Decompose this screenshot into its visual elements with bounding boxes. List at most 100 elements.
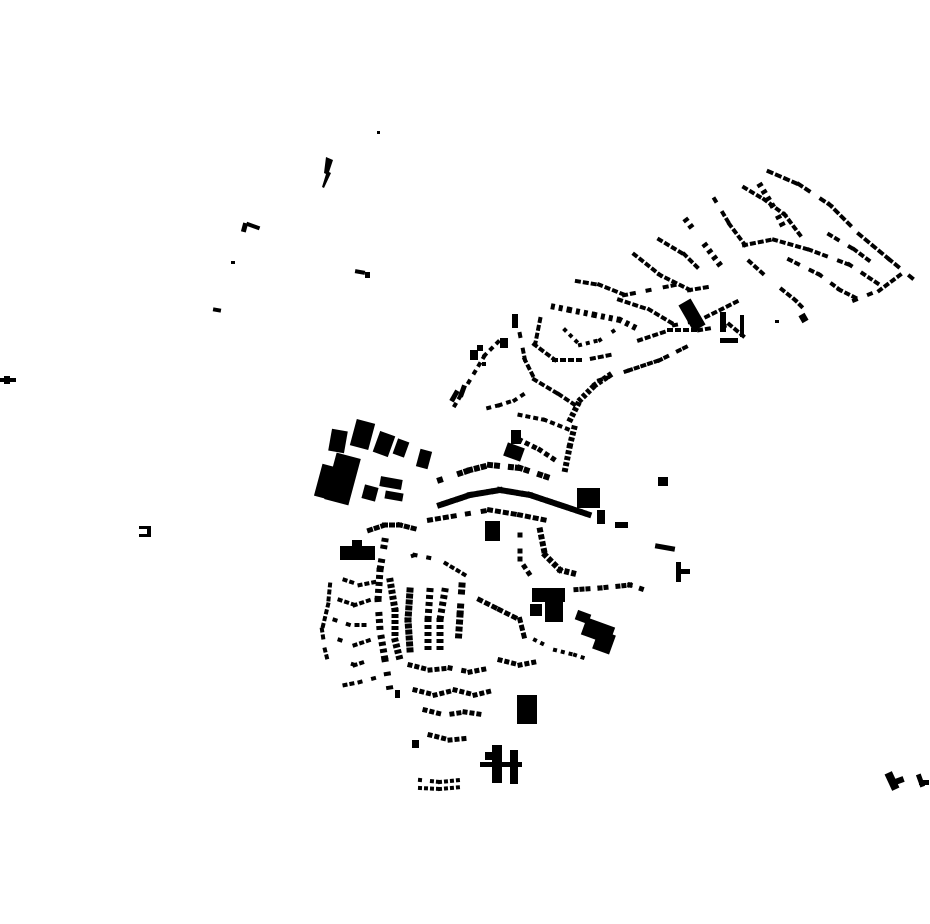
building <box>577 342 583 348</box>
building <box>391 637 399 643</box>
building <box>517 532 523 538</box>
building <box>584 387 593 396</box>
building <box>545 600 563 622</box>
building <box>443 786 449 791</box>
building <box>456 710 462 716</box>
building <box>711 196 719 204</box>
building <box>549 455 557 463</box>
building <box>445 688 452 695</box>
building <box>765 168 775 176</box>
building <box>677 282 686 289</box>
building <box>517 331 523 339</box>
building <box>624 319 631 328</box>
building <box>349 419 376 450</box>
building <box>520 563 528 571</box>
building <box>511 396 519 404</box>
building <box>478 690 485 697</box>
building <box>455 619 464 625</box>
building <box>539 540 547 547</box>
building <box>420 665 427 672</box>
building <box>571 406 579 413</box>
building <box>366 526 374 534</box>
building <box>597 585 603 591</box>
building <box>467 669 473 675</box>
building <box>786 241 794 248</box>
building <box>521 356 529 364</box>
building <box>670 282 677 288</box>
building <box>496 606 504 614</box>
building <box>779 239 787 245</box>
building <box>438 690 445 697</box>
building <box>431 691 439 699</box>
building <box>441 587 449 593</box>
building <box>477 345 483 351</box>
building <box>568 358 574 362</box>
building <box>715 260 724 268</box>
building <box>436 639 444 643</box>
building <box>732 326 740 334</box>
building <box>775 320 779 323</box>
building <box>375 611 383 617</box>
building <box>485 405 492 411</box>
building <box>560 358 566 362</box>
building <box>405 641 414 647</box>
building <box>496 486 504 494</box>
building <box>438 601 447 607</box>
building <box>631 302 639 308</box>
building <box>476 711 482 717</box>
building <box>377 634 385 640</box>
building <box>836 258 844 265</box>
building <box>436 625 444 629</box>
building <box>919 780 929 785</box>
building <box>572 652 578 658</box>
building <box>425 555 432 561</box>
building <box>545 384 553 392</box>
building <box>471 490 479 498</box>
building <box>626 367 634 373</box>
building <box>741 242 749 248</box>
building <box>424 618 432 622</box>
building <box>406 587 414 593</box>
building <box>391 626 399 630</box>
building <box>324 452 361 506</box>
building <box>516 464 524 472</box>
building <box>429 786 435 791</box>
building <box>520 632 528 640</box>
building <box>485 688 492 695</box>
building <box>529 370 536 378</box>
building <box>537 346 546 354</box>
building <box>579 586 585 592</box>
building <box>437 786 443 792</box>
building <box>461 735 467 742</box>
building <box>539 640 545 647</box>
building <box>370 675 377 681</box>
building <box>678 298 706 332</box>
building <box>458 688 465 695</box>
building <box>621 582 627 589</box>
building <box>838 213 847 222</box>
building <box>313 463 337 500</box>
building <box>651 332 659 338</box>
building <box>476 596 484 604</box>
building <box>372 430 396 458</box>
building <box>510 510 518 517</box>
building <box>650 266 658 274</box>
building <box>433 733 440 740</box>
building <box>442 514 450 521</box>
building <box>421 706 429 714</box>
building <box>370 579 377 585</box>
building <box>584 510 593 519</box>
building <box>597 354 605 360</box>
building <box>791 296 799 304</box>
building <box>758 269 766 277</box>
building <box>451 401 459 409</box>
building <box>535 324 541 332</box>
building <box>552 358 558 362</box>
building <box>449 778 455 783</box>
building <box>388 589 396 595</box>
building <box>866 274 874 282</box>
building <box>455 778 461 783</box>
building <box>601 374 609 382</box>
building <box>686 287 694 293</box>
building <box>436 646 444 650</box>
